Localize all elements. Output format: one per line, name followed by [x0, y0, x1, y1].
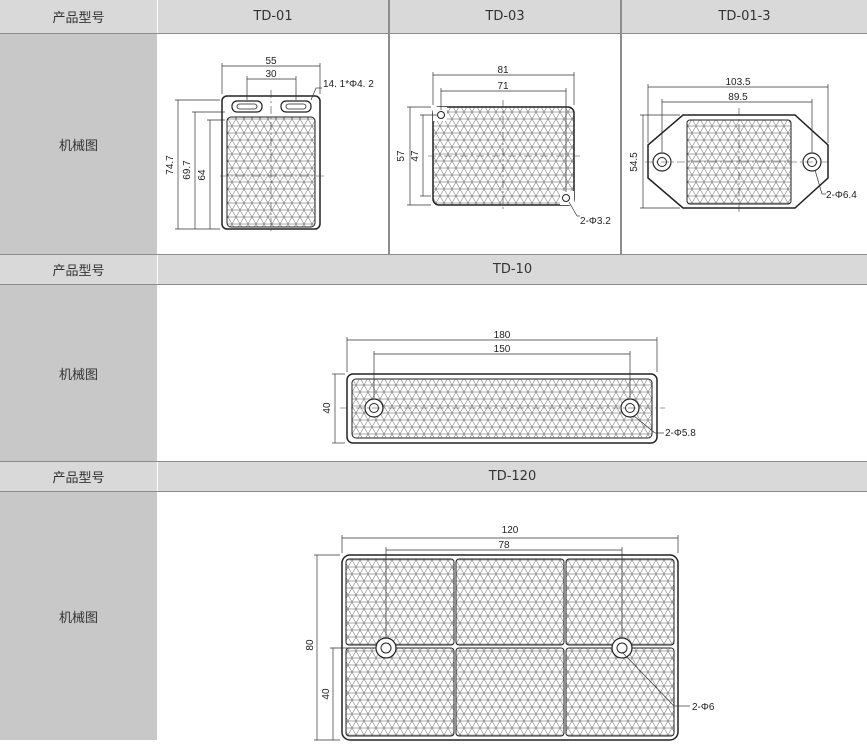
section1-drawing-label: 机械图: [0, 34, 157, 254]
td01-dim-h1: 74.7: [165, 155, 176, 175]
header-divider: [0, 284, 867, 285]
model-name: TD-10: [492, 262, 533, 277]
td03-dim-h1: 57: [396, 150, 407, 162]
td120-dimension-lines: [314, 535, 690, 741]
section1-model-label: 产品型号: [0, 0, 157, 33]
td013-dim-width-inner: 89.5: [728, 92, 748, 103]
label-text: 机械图: [58, 610, 98, 626]
model-name: TD-01-3: [718, 9, 771, 24]
td120-body: [341, 554, 679, 741]
column-divider: [388, 0, 390, 254]
td013-dim-width-outer: 103.5: [725, 77, 750, 88]
model-name: TD-03: [485, 9, 525, 24]
td10-dimension-lines: [332, 337, 664, 444]
td013-dim-hole: 2-Φ6.4: [826, 190, 857, 201]
label-text: 产品型号: [52, 471, 105, 486]
label-text: 产品型号: [52, 11, 105, 26]
section2-model-td10: TD-10: [158, 255, 867, 284]
section3-drawing-label: 机械图: [0, 492, 157, 740]
td10-dim-width-outer: 180: [494, 330, 511, 341]
td03-dim-width-outer: 81: [497, 65, 509, 76]
model-name: TD-120: [488, 469, 537, 484]
td120-dim-h-outer: 80: [305, 639, 316, 651]
td03-dim-hole: 2-Φ3.2: [580, 216, 611, 227]
td10-dim-h: 40: [322, 402, 333, 414]
section-divider: [0, 254, 867, 255]
td03-body: [428, 100, 580, 212]
header-divider: [0, 491, 867, 492]
section3-model-label: 产品型号: [0, 462, 157, 491]
header-divider: [0, 33, 867, 34]
td10-dim-width-inner: 150: [494, 344, 511, 355]
td013-dimension-lines: [640, 84, 829, 209]
section-divider: [0, 461, 867, 462]
td013-dim-h: 54.5: [629, 152, 640, 172]
section2-drawing-label: 机械图: [0, 285, 157, 461]
td03-dimension-lines: [407, 72, 580, 217]
td03-dim-width-inner: 71: [497, 81, 509, 92]
td013-body: [645, 108, 832, 214]
td120-dim-hole: 2-Φ6: [692, 702, 715, 713]
section1-model-td013: TD-01-3: [622, 0, 867, 33]
td01-dim-slot: 14. 1*Φ4. 2: [323, 79, 374, 90]
td120-dim-width-inner: 78: [498, 540, 510, 551]
td03-dim-h2: 47: [410, 150, 421, 162]
model-name: TD-01: [253, 9, 293, 24]
td01-dim-h3: 64: [197, 169, 208, 181]
td01-dimension-lines: [175, 63, 322, 230]
td10-dim-hole: 2-Φ5.8: [665, 428, 696, 439]
td120-dim-h-inner: 40: [321, 688, 332, 700]
td01-dim-width-inner: 30: [265, 69, 277, 80]
section2-model-label: 产品型号: [0, 255, 157, 284]
td10-body: [340, 373, 665, 444]
td01-dim-h2: 69.7: [182, 160, 193, 180]
td120-dim-width-outer: 120: [502, 525, 519, 536]
td01-body: [220, 90, 325, 232]
td01-dim-width-outer: 55: [265, 56, 277, 67]
section3-model-td120: TD-120: [158, 462, 867, 491]
label-text: 机械图: [58, 367, 98, 383]
label-text: 产品型号: [52, 264, 105, 279]
section1-model-td03: TD-03: [390, 0, 620, 33]
column-divider: [620, 0, 622, 254]
section1-model-td01: TD-01: [158, 0, 388, 33]
label-text: 机械图: [58, 138, 98, 154]
